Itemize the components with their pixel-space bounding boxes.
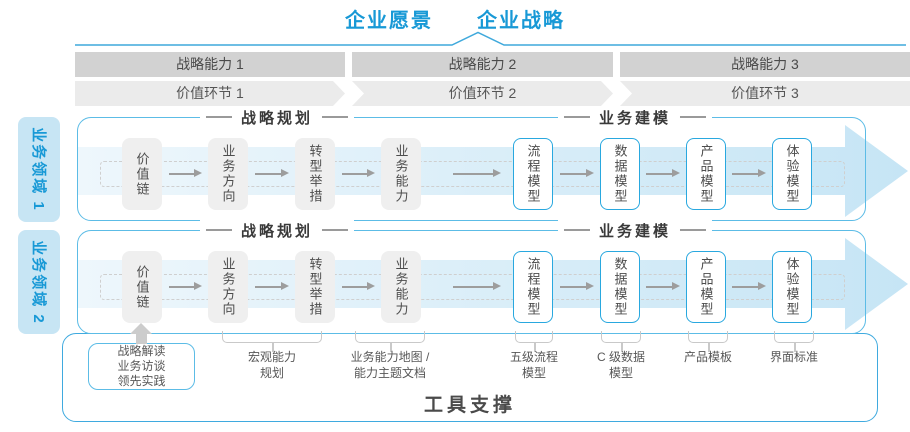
flow-arrow-icon xyxy=(646,283,680,289)
box-process-model: 流程模型 xyxy=(513,251,553,323)
domain-label-1: 业务领域 1 xyxy=(18,117,60,222)
label-five-level-process-model: 五级流程 模型 xyxy=(509,350,558,380)
box-product-model: 产品模型 xyxy=(686,251,726,323)
vision-title: 企业愿景 xyxy=(345,10,433,32)
flow-arrow-icon xyxy=(453,170,501,176)
flow-arrow-icon xyxy=(169,170,202,176)
flow-arrow-icon xyxy=(732,170,766,176)
box-experience-model: 体验模型 xyxy=(772,251,812,323)
flow-arrow-icon xyxy=(560,283,594,289)
label-macro-capability-planning: 宏观能力 规划 xyxy=(247,350,296,380)
flow-arrow-icon xyxy=(732,283,766,289)
flow-arrow-icon xyxy=(169,283,202,289)
section-title-planning: 战略规划 xyxy=(199,220,355,240)
box-transformation-initiatives: 转型举措 xyxy=(295,251,335,323)
section-title-modeling: 业务建模 xyxy=(557,107,713,127)
value-chevron-2: 价值环节 2 xyxy=(352,81,613,106)
box-business-capability: 业务能力 xyxy=(381,138,421,210)
label-product-template: 产品模板 xyxy=(683,350,732,364)
brace-stem-icon xyxy=(794,342,796,352)
box-data-model: 数据模型 xyxy=(600,251,640,323)
up-arrow-shaft xyxy=(136,333,147,344)
value-chevron-1: 价值环节 1 xyxy=(75,81,345,106)
flow-arrow-icon xyxy=(646,170,680,176)
box-business-direction: 业务方向 xyxy=(208,138,248,210)
strategy-title: 企业战略 xyxy=(477,10,565,32)
box-data-model: 数据模型 xyxy=(600,138,640,210)
box-business-capability: 业务能力 xyxy=(381,251,421,323)
box-process-model: 流程模型 xyxy=(513,138,553,210)
label-capability-map-doc: 业务能力地图 / 能力主题文档 xyxy=(350,350,430,380)
up-arrow-icon xyxy=(130,323,152,334)
capability-band-2: 战略能力 2 xyxy=(352,52,613,77)
value-chevron-3: 价值环节 3 xyxy=(620,81,910,106)
capability-band-1: 战略能力 1 xyxy=(75,52,345,77)
box-experience-model: 体验模型 xyxy=(772,138,812,210)
brace-stem-icon xyxy=(390,342,392,352)
flow-arrow-icon xyxy=(255,283,289,289)
label-c-level-data-model: C 级数据 模型 xyxy=(596,350,645,380)
dashed-track xyxy=(100,161,845,187)
brace-stem-icon xyxy=(621,342,623,352)
tool-support-title: 工具支撑 xyxy=(423,395,516,416)
flow-arrow-icon xyxy=(453,283,501,289)
section-title-modeling: 业务建模 xyxy=(557,220,713,240)
flow-arrow-icon xyxy=(342,283,375,289)
dashed-track xyxy=(100,274,845,300)
flow-arrow-icon xyxy=(342,170,375,176)
brace-stem-icon xyxy=(272,342,274,352)
box-value-chain: 价值链 xyxy=(122,251,162,323)
brace-stem-icon xyxy=(708,342,710,352)
domain-row-2: 价值链 业务方向 转型举措 业务能力 流程模型 数据模型 产品模型 体验模型 战… xyxy=(77,220,908,334)
section-title-planning: 战略规划 xyxy=(199,107,355,127)
brace-stem-icon xyxy=(534,342,536,352)
page-title: 企业愿景 企业战略 xyxy=(0,4,910,33)
practice-input-box: 战略解读 业务访谈 领先实践 xyxy=(88,343,195,390)
capability-band-3: 战略能力 3 xyxy=(620,52,910,77)
header-peak-line-icon xyxy=(75,31,906,46)
box-product-model: 产品模型 xyxy=(686,138,726,210)
box-transformation-initiatives: 转型举措 xyxy=(295,138,335,210)
domain-row-1: 价值链 业务方向 转型举措 业务能力 流程模型 数据模型 产品模型 体验模型 战… xyxy=(77,107,908,221)
label-interface-standard: 界面标准 xyxy=(769,350,818,364)
flow-arrow-icon xyxy=(560,170,594,176)
domain-label-2: 业务领域 2 xyxy=(18,230,60,334)
box-value-chain: 价值链 xyxy=(122,138,162,210)
flow-arrow-icon xyxy=(255,170,289,176)
box-business-direction: 业务方向 xyxy=(208,251,248,323)
